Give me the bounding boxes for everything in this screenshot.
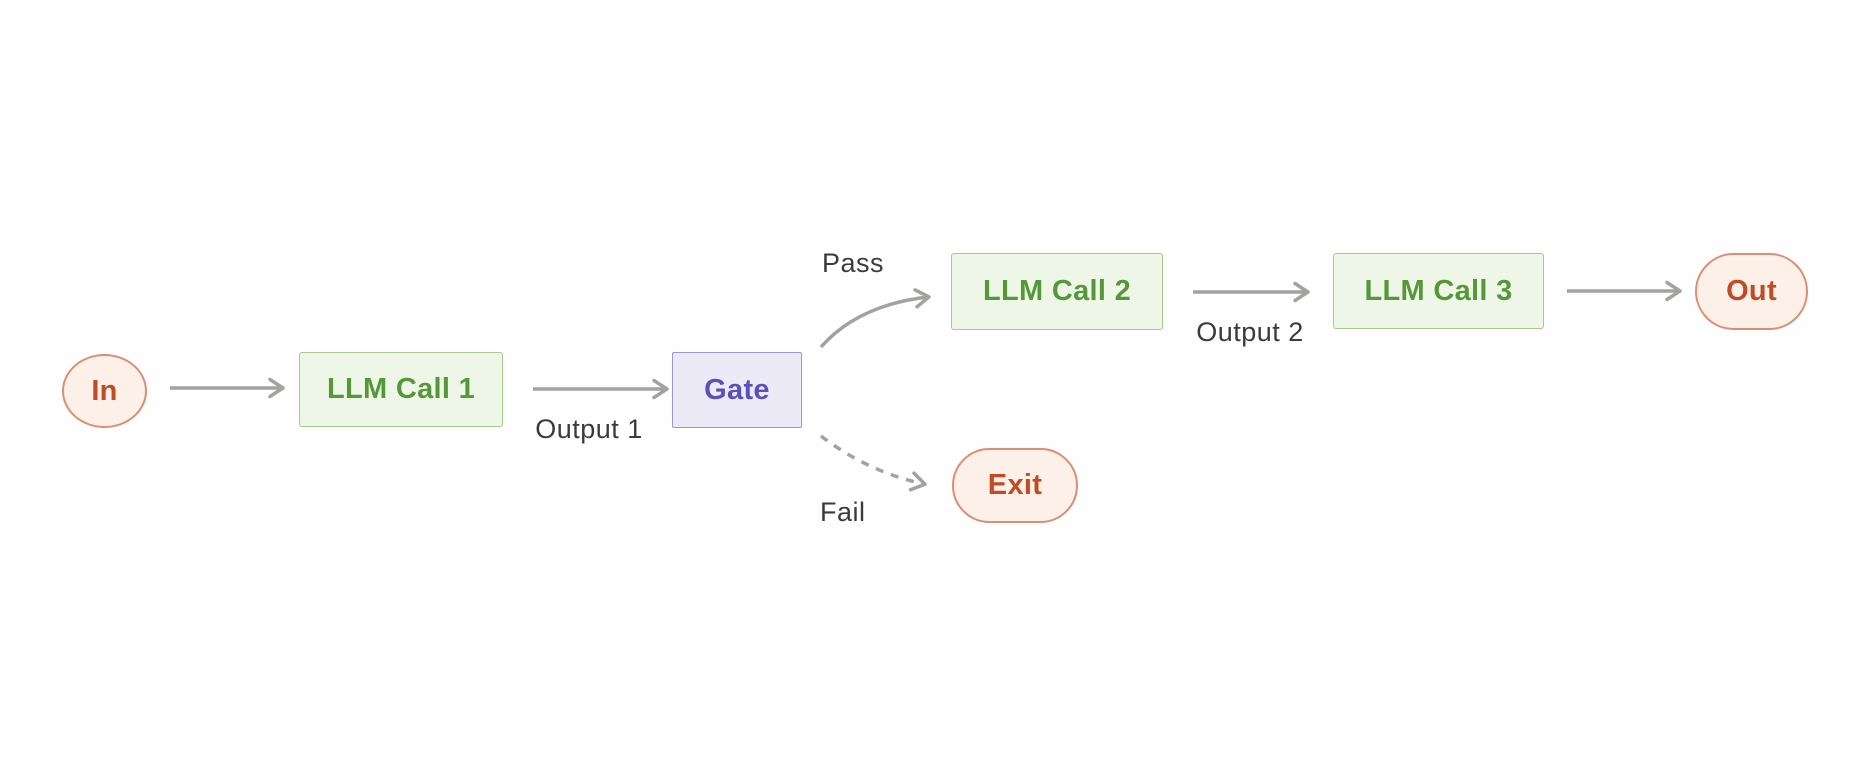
- node-out-label: Out: [1726, 275, 1777, 307]
- node-gate-label: Gate: [704, 373, 770, 406]
- node-out: Out: [1695, 253, 1808, 330]
- node-in-label: In: [91, 374, 118, 407]
- edge-label-fail: Fail: [820, 497, 866, 527]
- node-llm-call-1-label: LLM Call 1: [326, 373, 475, 405]
- edge-label-output-1: Output 1: [535, 414, 643, 444]
- node-exit-label: Exit: [987, 469, 1043, 501]
- node-in: In: [62, 354, 147, 428]
- edge-label-output-2: Output 2: [1196, 317, 1304, 347]
- node-llm-call-3: LLM Call 3: [1333, 253, 1544, 329]
- node-llm-call-1: LLM Call 1: [299, 352, 503, 427]
- node-llm-call-2-label: LLM Call 2: [982, 275, 1131, 307]
- node-llm-call-2: LLM Call 2: [951, 253, 1163, 330]
- node-exit: Exit: [952, 448, 1078, 523]
- edge-gate-to-llm2-pass: [819, 288, 931, 349]
- node-gate: Gate: [672, 352, 802, 428]
- edge-label-pass: Pass: [822, 248, 885, 278]
- edge-gate-to-exit-fail: [819, 434, 927, 492]
- node-llm-call-3-label: LLM Call 3: [1364, 274, 1513, 307]
